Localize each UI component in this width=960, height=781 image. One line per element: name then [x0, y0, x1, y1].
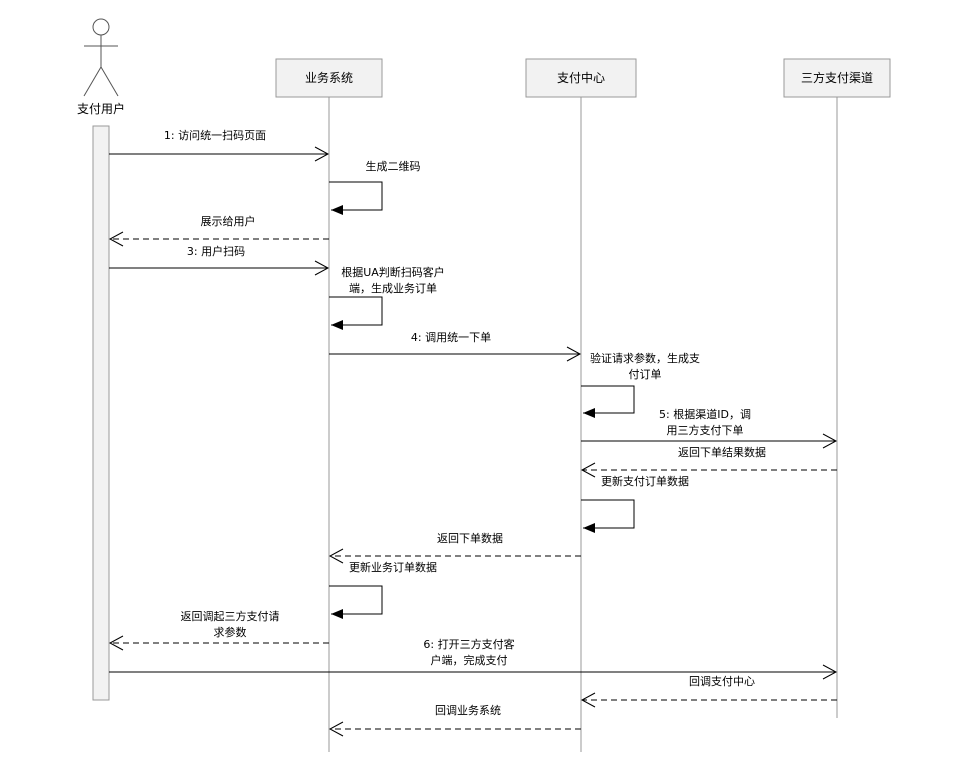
- message-13-label-line2: 求参数: [214, 625, 247, 639]
- message-7-label-line2: 付订单: [629, 368, 662, 381]
- message-6-label: 4: 调用统一下单: [411, 331, 491, 344]
- message-10-label: 更新支付订单数据: [601, 474, 689, 488]
- message-7-label-line1: 验证请求参数，生成支: [590, 351, 700, 365]
- message-8: 5: 根据渠道ID，调 用三方支付下单: [581, 407, 838, 449]
- message-16-label: 回调业务系统: [435, 704, 501, 717]
- message-14: 6: 打开三方支付客 户端，完成支付: [109, 637, 838, 680]
- participant-biz: 业务系统: [275, 58, 383, 98]
- message-9: 返回下单结果数据: [580, 445, 837, 478]
- participant-pay: 支付中心: [525, 58, 637, 98]
- activation-user: [92, 125, 110, 701]
- message-15: 回调支付中心: [580, 675, 837, 708]
- message-14-label-line2: 户端，完成支付: [431, 653, 508, 667]
- message-1: 1: 访问统一扫码页面: [109, 129, 330, 162]
- message-8-label-line2: 用三方支付下单: [667, 423, 744, 437]
- message-4-label: 3: 用户扫码: [187, 244, 245, 258]
- message-1-label: 1: 访问统一扫码页面: [164, 129, 266, 142]
- message-13: 返回调起三方支付请 求参数: [108, 609, 329, 651]
- participant-pay-label: 支付中心: [557, 70, 605, 85]
- message-3-label: 展示给用户: [201, 214, 256, 228]
- message-10-self: 更新支付订单数据: [581, 474, 689, 533]
- message-2-self: 生成二维码: [329, 159, 421, 215]
- message-15-label: 回调支付中心: [689, 675, 755, 688]
- message-5-label-line2: 端，生成业务订单: [349, 281, 437, 295]
- actor-user-label: 支付用户: [77, 101, 125, 116]
- actor-user: 支付用户: [77, 18, 125, 116]
- message-2-label: 生成二维码: [366, 159, 421, 173]
- participant-third: 三方支付渠道: [783, 58, 891, 98]
- message-12-label: 更新业务订单数据: [349, 560, 437, 574]
- participant-third-label: 三方支付渠道: [801, 70, 873, 85]
- message-8-label-line1: 5: 根据渠道ID，调: [659, 407, 751, 421]
- message-16: 回调业务系统: [328, 704, 581, 737]
- message-5-self: 根据UA判断扫码客户 端，生成业务订单: [329, 265, 445, 330]
- message-14-label-line1: 6: 打开三方支付客: [423, 637, 514, 651]
- message-11-label: 返回下单数据: [437, 531, 503, 545]
- message-6: 4: 调用统一下单: [329, 331, 582, 362]
- message-13-label-line1: 返回调起三方支付请: [181, 609, 280, 623]
- message-9-label: 返回下单结果数据: [678, 445, 766, 459]
- participant-biz-label: 业务系统: [305, 70, 353, 85]
- message-7-self: 验证请求参数，生成支 付订单: [581, 351, 700, 418]
- message-12-self: 更新业务订单数据: [329, 560, 437, 619]
- message-4: 3: 用户扫码: [109, 244, 330, 276]
- message-11: 返回下单数据: [328, 531, 581, 564]
- message-5-label-line1: 根据UA判断扫码客户: [341, 265, 445, 279]
- message-3: 展示给用户: [108, 214, 329, 247]
